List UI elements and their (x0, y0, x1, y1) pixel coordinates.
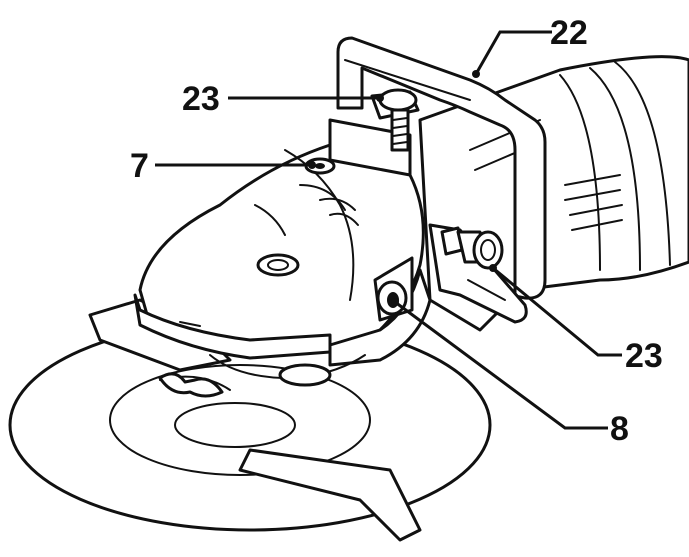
side-handle-thread-hole (373, 256, 414, 322)
leader-8 (394, 300, 608, 430)
leader-23-side-dot (489, 264, 497, 272)
leader-23-top-dot (376, 94, 384, 102)
leader-lines (155, 30, 622, 430)
leader-23-side (492, 266, 622, 357)
leader-7-dot (308, 161, 316, 169)
callout-23-top: 23 (182, 80, 220, 118)
callout-23-side: 23 (625, 337, 663, 375)
guard-wing-nut (158, 372, 224, 398)
upper-clamp-bolt (328, 88, 420, 177)
leader-8-dot (391, 298, 399, 306)
callout-7: 7 (130, 147, 149, 185)
callout-22: 22 (550, 14, 588, 52)
leader-22 (474, 30, 552, 75)
callout-8: 8 (610, 410, 629, 448)
lower-clamp-bolt (428, 223, 528, 324)
bow-handle (336, 36, 547, 300)
leader-22-dot (472, 70, 480, 78)
gear-head (133, 142, 432, 387)
